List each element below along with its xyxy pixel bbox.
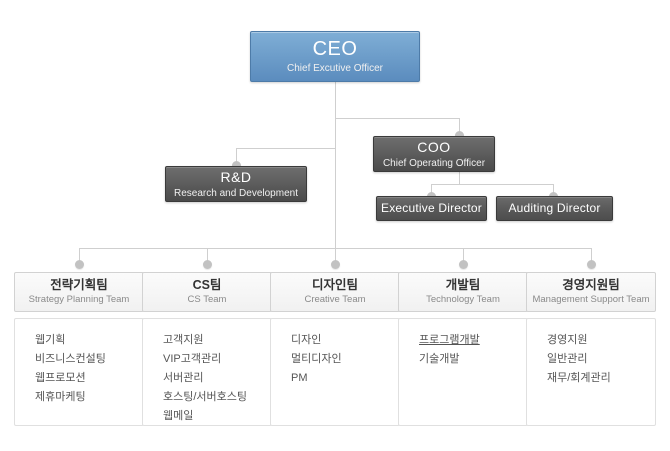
team-column-4: 개발팀 Technology Team 프로그램개발 기술개발 xyxy=(398,272,528,426)
connector-dot-team-1 xyxy=(75,260,84,269)
node-executive-director-title: Executive Director xyxy=(381,201,482,215)
node-auditing-director[interactable]: Auditing Director xyxy=(496,196,613,221)
team-item[interactable]: PM xyxy=(291,372,308,384)
connector-rnd-drop xyxy=(236,148,237,166)
team-name-en-1: Strategy Planning Team xyxy=(28,294,130,305)
team-item[interactable]: 멀티디자인 xyxy=(291,353,342,365)
node-ceo-title: CEO xyxy=(312,38,358,60)
connector-dot-team-4 xyxy=(459,260,468,269)
team-header-3[interactable]: 디자인팀 Creative Team xyxy=(270,272,400,312)
team-item[interactable]: 경영지원 xyxy=(547,334,588,346)
team-name-en-4: Technology Team xyxy=(426,294,500,305)
connector-executive-director-drop xyxy=(431,184,432,196)
connector-coo-to-directors-trunk xyxy=(459,172,460,184)
team-name-kr-2: CS팀 xyxy=(192,278,222,292)
team-item[interactable]: 제휴마케팅 xyxy=(35,391,86,403)
team-item[interactable]: 비즈니스컨설팅 xyxy=(35,353,106,365)
team-item[interactable]: 고객지원 xyxy=(163,334,204,346)
team-item[interactable]: 웹메일 xyxy=(163,410,194,422)
connector-team-drop-4 xyxy=(463,248,464,264)
team-item[interactable]: 웹프로모션 xyxy=(35,372,86,384)
connector-team-drop-1 xyxy=(79,248,80,264)
team-column-1: 전략기획팀 Strategy Planning Team 웹기획 비즈니스컨설팅… xyxy=(14,272,144,426)
team-name-kr-1: 전략기획팀 xyxy=(50,278,108,292)
team-column-5: 경영지원팀 Management Support Team 경영지원 일반관리 … xyxy=(526,272,656,426)
team-column-3: 디자인팀 Creative Team 디자인 멀티디자인 PM xyxy=(270,272,400,426)
team-item[interactable]: 프로그램개발 xyxy=(419,334,480,346)
team-body-3: 디자인 멀티디자인 PM xyxy=(270,318,400,426)
connector-coo-drop xyxy=(459,118,460,136)
connector-directors-bus xyxy=(431,184,553,185)
team-item[interactable]: 웹기획 xyxy=(35,334,66,346)
node-rnd[interactable]: R&D Research and Development xyxy=(165,166,307,202)
connector-team-drop-3 xyxy=(335,248,336,264)
team-item[interactable]: 호스팅/서버호스팅 xyxy=(163,391,248,403)
team-column-2: CS팀 CS Team 고객지원 VIP고객관리 서버관리 호스팅/서버호스팅 … xyxy=(142,272,272,426)
connector-dot-team-2 xyxy=(203,260,212,269)
team-item[interactable]: 기술개발 xyxy=(419,353,460,365)
connector-dot-coo xyxy=(455,131,464,140)
team-body-1: 웹기획 비즈니스컨설팅 웹프로모션 제휴마케팅 xyxy=(14,318,144,426)
node-coo-title: COO xyxy=(417,138,451,155)
node-ceo-subtitle: Chief Excutive Officer xyxy=(287,63,383,74)
team-header-5[interactable]: 경영지원팀 Management Support Team xyxy=(526,272,656,312)
team-body-5: 경영지원 일반관리 재무/회계관리 xyxy=(526,318,656,426)
team-header-2[interactable]: CS팀 CS Team xyxy=(142,272,272,312)
team-item[interactable]: 서버관리 xyxy=(163,372,204,384)
team-name-kr-5: 경영지원팀 xyxy=(562,278,620,292)
team-name-en-3: Creative Team xyxy=(304,294,366,305)
team-body-4: 프로그램개발 기술개발 xyxy=(398,318,528,426)
team-name-kr-3: 디자인팀 xyxy=(311,278,358,292)
node-rnd-subtitle: Research and Development xyxy=(174,187,298,199)
node-auditing-director-title: Auditing Director xyxy=(508,201,601,215)
connector-ceo-to-rnd xyxy=(236,148,336,149)
team-body-2: 고객지원 VIP고객관리 서버관리 호스팅/서버호스팅 웹메일 xyxy=(142,318,272,426)
team-header-4[interactable]: 개발팀 Technology Team xyxy=(398,272,528,312)
team-name-en-5: Management Support Team xyxy=(532,294,650,305)
connector-dot-team-3 xyxy=(331,260,340,269)
team-header-1[interactable]: 전략기획팀 Strategy Planning Team xyxy=(14,272,144,312)
team-name-en-2: CS Team xyxy=(187,294,227,305)
team-item[interactable]: 디자인 xyxy=(291,334,322,346)
node-ceo[interactable]: CEO Chief Excutive Officer xyxy=(250,31,420,82)
node-coo-subtitle: Chief Operating Officer xyxy=(382,157,486,169)
node-coo[interactable]: COO Chief Operating Officer xyxy=(373,136,495,172)
connector-dot-team-5 xyxy=(587,260,596,269)
team-name-kr-4: 개발팀 xyxy=(445,278,481,292)
node-executive-director[interactable]: Executive Director xyxy=(376,196,487,221)
team-item[interactable]: 재무/회계관리 xyxy=(547,372,611,384)
connector-dot-rnd xyxy=(232,161,241,170)
connector-auditing-director-drop xyxy=(553,184,554,196)
connector-team-drop-5 xyxy=(591,248,592,264)
node-rnd-title: R&D xyxy=(220,168,252,185)
connector-ceo-trunk xyxy=(335,82,336,248)
team-item[interactable]: VIP고객관리 xyxy=(163,353,222,365)
connector-team-drop-2 xyxy=(207,248,208,264)
team-item[interactable]: 일반관리 xyxy=(547,353,588,365)
connector-ceo-to-coo xyxy=(335,118,459,119)
